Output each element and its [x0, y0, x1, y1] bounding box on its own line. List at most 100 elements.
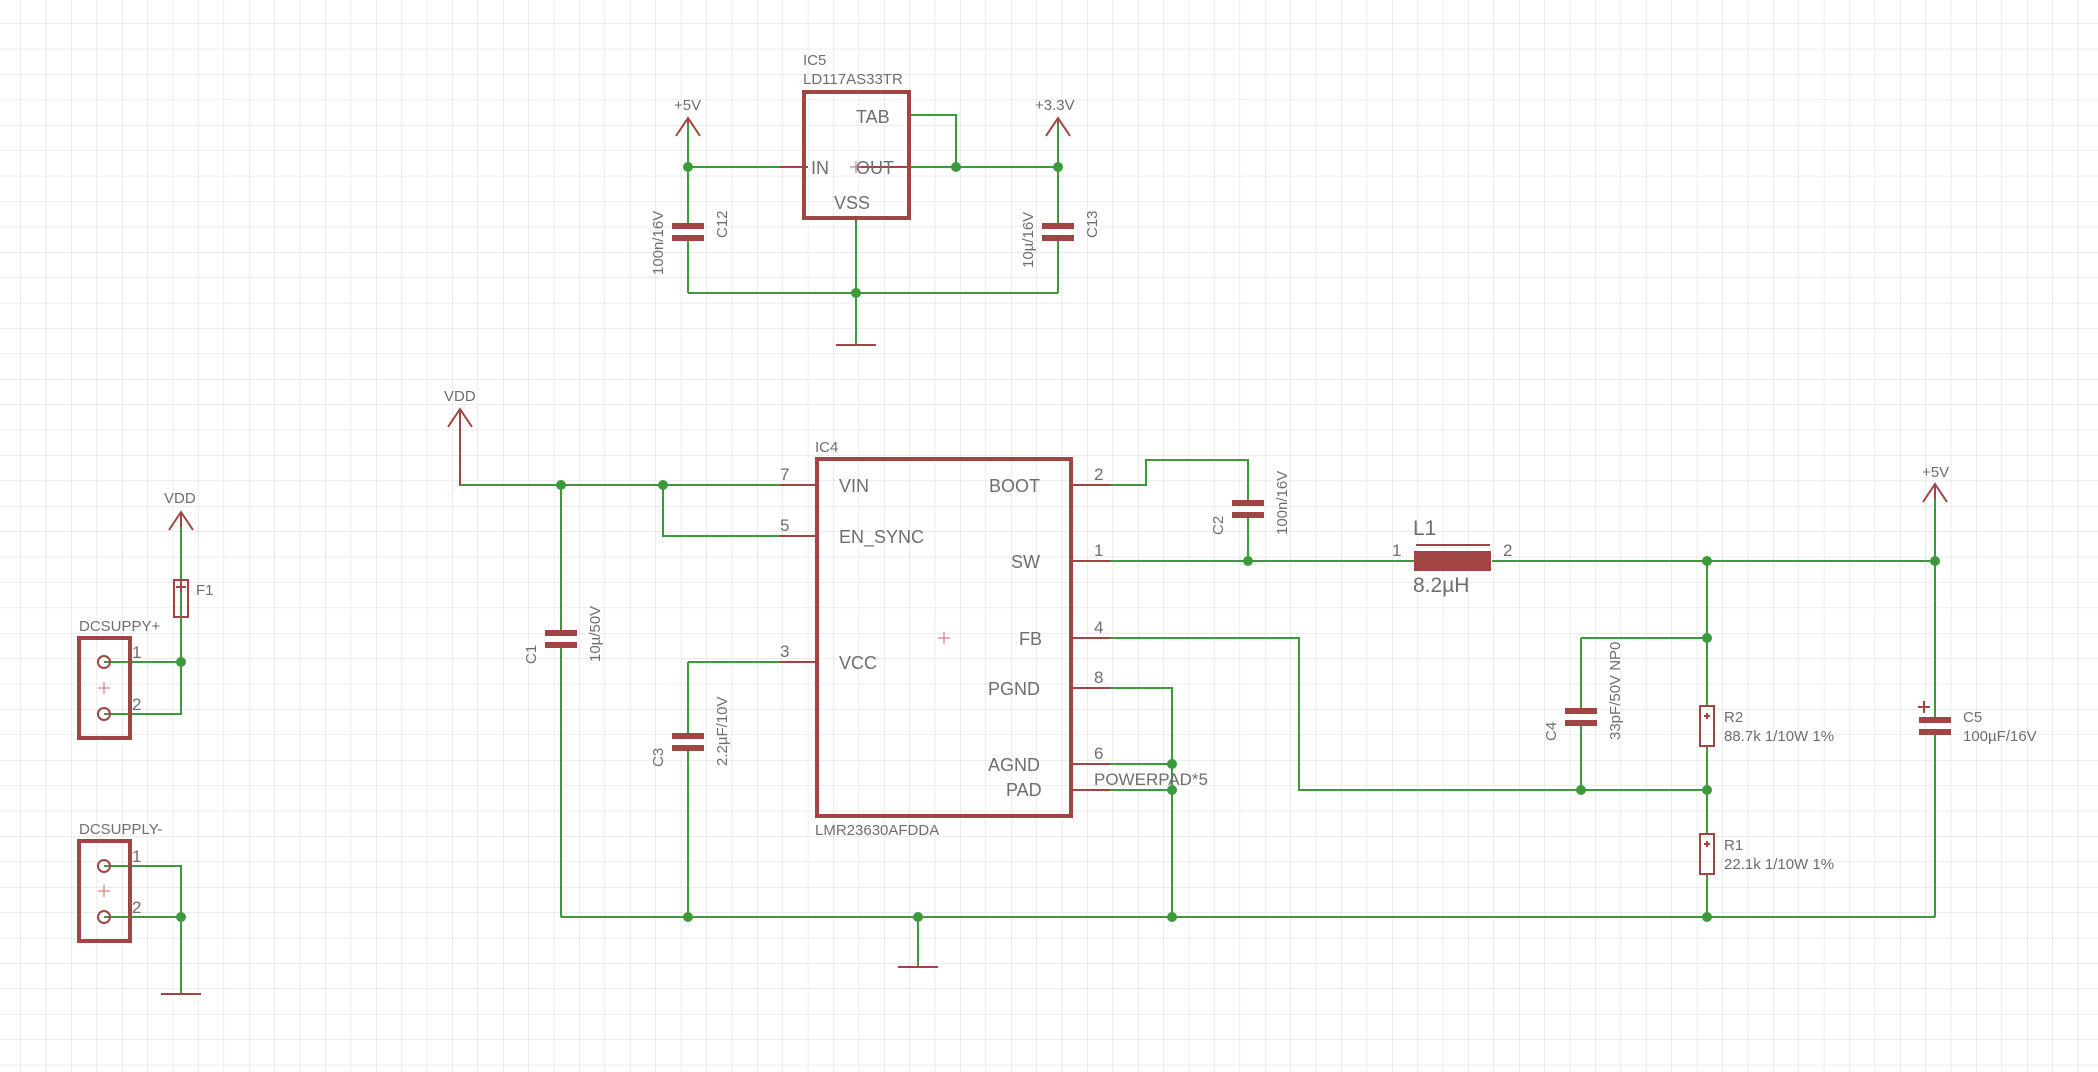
conn-neg-pin2: 2: [132, 898, 141, 917]
origin-cross-icon: [938, 632, 950, 644]
junction: [658, 480, 668, 490]
c5-value: 100µF/16V: [1963, 728, 2037, 745]
c13-name: C13: [1084, 210, 1101, 238]
junction: [1167, 759, 1177, 769]
pin-num-pgnd: 8: [1094, 668, 1103, 687]
pin-label-agnd: AGND: [988, 755, 1040, 775]
wire-fb[interactable]: [1072, 637, 1707, 791]
junction: [1167, 912, 1177, 922]
capacitor-c12[interactable]: C12 100n/16V: [650, 210, 731, 275]
pin-num-sw: 1: [1094, 541, 1103, 560]
pin-label-in: IN: [811, 158, 829, 178]
c4-name: C4: [1543, 722, 1560, 741]
c13-value: 10µ/16V: [1020, 212, 1037, 268]
r2-value: 88.7k 1/10W 1%: [1724, 728, 1834, 745]
r1-value: 22.1k 1/10W 1%: [1724, 856, 1834, 873]
l1-pin2: 2: [1503, 541, 1512, 560]
r1-name: R1: [1724, 837, 1743, 854]
f1-name: F1: [196, 582, 214, 599]
pin-label-boot: BOOT: [989, 476, 1040, 496]
junction: [556, 480, 566, 490]
capacitor-c3[interactable]: C3 2.2µF/10V: [650, 696, 731, 767]
supply-arrow-icon[interactable]: [675, 116, 701, 137]
supply-label-5v: +5V: [674, 97, 701, 114]
junction: [1576, 785, 1586, 795]
conn-pos-pin1: 1: [132, 643, 141, 662]
conn-pos-name: DCSUPPY+: [79, 618, 161, 635]
capacitor-c13[interactable]: C13 10µ/16V: [1020, 210, 1101, 268]
inductor-l1[interactable]: L1 8.2µH 1 2: [1392, 517, 1512, 597]
ic4-name: IC4: [815, 439, 838, 456]
resistor-r2[interactable]: R2 88.7k 1/10W 1%: [1699, 705, 1834, 747]
junction: [1243, 556, 1253, 566]
ldo-regulator-section: +5V +3.3V IC5 LD117AS33TR TAB IN OUT VSS…: [650, 52, 1101, 346]
c3-name: C3: [650, 748, 667, 767]
pin-label-tab: TAB: [856, 107, 890, 127]
supply-arrow-icon[interactable]: [1045, 116, 1071, 137]
conn-pos-pin2: 2: [132, 695, 141, 714]
pin-label-vcc: VCC: [839, 653, 877, 673]
junction: [851, 288, 861, 298]
c3-value: 2.2µF/10V: [714, 696, 731, 766]
capacitor-c4[interactable]: C4 33pF/50V NP0: [1543, 642, 1624, 741]
c5-name: C5: [1963, 709, 1982, 726]
junction: [1702, 633, 1712, 643]
junction: [951, 162, 961, 172]
junction: [176, 912, 186, 922]
junction: [1930, 556, 1940, 566]
junction: [683, 162, 693, 172]
wire-c4[interactable]: [1580, 637, 1707, 790]
conn-neg-name: DCSUPPLY-: [79, 821, 162, 838]
c2-name: C2: [1210, 516, 1227, 535]
pin-num-fb: 4: [1094, 618, 1103, 637]
supply-arrow-icon[interactable]: [1922, 482, 1948, 503]
pin-label-sw: SW: [1011, 552, 1040, 572]
conn-neg-pin1: 1: [132, 847, 141, 866]
ic4-part: LMR23630AFDDA: [815, 822, 939, 839]
supply-label-vdd: VDD: [444, 388, 476, 405]
l1-value: 8.2µH: [1413, 574, 1469, 597]
capacitor-c5[interactable]: C5 100µF/16V: [1918, 701, 2037, 745]
pin-num-en: 5: [780, 516, 789, 535]
wire-boot[interactable]: [1072, 459, 1249, 561]
pin-label-en: EN_SYNC: [839, 527, 924, 548]
junction: [1702, 785, 1712, 795]
c4-value: 33pF/50V NP0: [1607, 642, 1624, 740]
supply-arrow-icon[interactable]: [447, 407, 473, 485]
pin-num-boot: 2: [1094, 465, 1103, 484]
resistor-r1[interactable]: R1 22.1k 1/10W 1%: [1699, 833, 1834, 875]
ic5-part: LD117AS33TR: [803, 71, 903, 88]
supply-label-3v3: +3.3V: [1035, 97, 1075, 114]
pin-label-out: OUT: [856, 158, 894, 178]
buck-converter-section: VDD +5V IC4 LMR23630AFDDA VIN 7 EN_SYNC …: [444, 388, 2037, 968]
wire-vcc[interactable]: [687, 661, 780, 917]
capacitor-c1[interactable]: C1 10µ/50V: [523, 606, 604, 664]
pin-label-vin: VIN: [839, 476, 869, 496]
connector-dc-negative[interactable]: DCSUPPLY- 1 2: [77, 821, 162, 943]
junction: [1702, 556, 1712, 566]
pin-label-fb: FB: [1019, 629, 1042, 649]
c12-name: C12: [714, 210, 731, 238]
junction: [1053, 162, 1063, 172]
l1-name: L1: [1413, 517, 1436, 540]
c2-value: 100n/16V: [1274, 471, 1291, 535]
l1-pin1: 1: [1392, 541, 1401, 560]
junction: [683, 912, 693, 922]
capacitor-c2[interactable]: C2 100n/16V: [1210, 471, 1291, 535]
pin-num-agnd: 6: [1094, 744, 1103, 763]
supply-arrow-icon[interactable]: [168, 510, 194, 531]
connector-dc-positive[interactable]: DCSUPPY+ 1 2: [77, 618, 161, 740]
c1-name: C1: [523, 645, 540, 664]
pin-num-vin: 7: [780, 465, 789, 484]
junction: [1167, 785, 1177, 795]
r2-name: R2: [1724, 709, 1743, 726]
pin-num-pad: POWERPAD*5: [1094, 770, 1208, 789]
supply-label-vdd-in: VDD: [164, 490, 196, 507]
wire-ldo-tab[interactable]: [908, 114, 957, 167]
pin-label-vss: VSS: [834, 193, 870, 213]
wire-en-sync[interactable]: [662, 485, 780, 537]
c1-value: 10µ/50V: [587, 606, 604, 662]
origin-cross-icon: [850, 161, 862, 173]
